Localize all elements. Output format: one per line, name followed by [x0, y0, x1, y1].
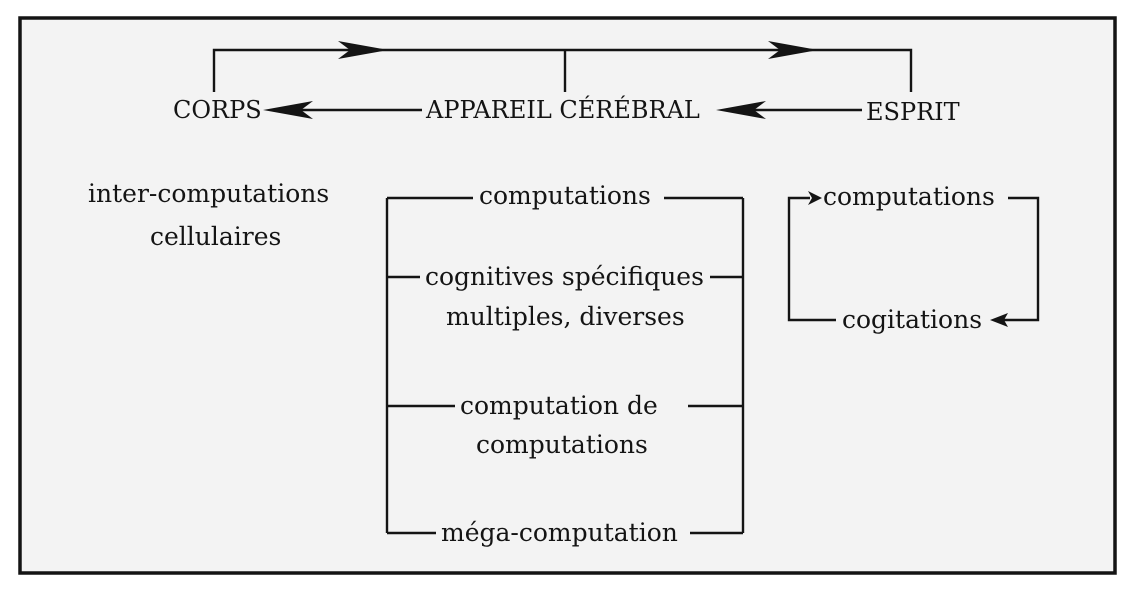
label-appareil-cerebral: APPAREIL CÉRÉBRAL [425, 95, 700, 124]
label-multiples-diverses: multiples, diverses [446, 302, 685, 331]
bottom-leftward-arrows [263, 101, 862, 119]
arrow-right-corps-to-appareil [338, 41, 388, 59]
arrow-right-appareil-to-esprit [768, 41, 818, 59]
label-mega-computation: méga-computation [441, 518, 678, 547]
label-computations-right: computations [823, 182, 995, 211]
label-corps: CORPS [173, 96, 262, 124]
label-cogitations: cogitations [842, 305, 982, 334]
label-computations-meta: computations [476, 430, 648, 459]
right-loop [787, 191, 1040, 327]
arrow-left-to-appareil [716, 101, 766, 119]
arrow-right-to-computations [808, 191, 822, 205]
top-feedback-loop [212, 41, 913, 92]
label-cellulaires: cellulaires [150, 222, 281, 251]
diagram-frame [18, 16, 1117, 575]
arrow-left-to-corps [263, 101, 313, 119]
label-inter-computations: inter-computations [88, 179, 329, 208]
arrow-left-to-cogitations [990, 313, 1008, 327]
right-loop-right-side [1002, 196, 1040, 322]
label-computation-de: computation de [460, 391, 658, 420]
right-loop-left-side [787, 196, 836, 322]
label-esprit: ESPRIT [866, 98, 960, 126]
label-computations-center: computations [479, 181, 651, 210]
center-bracket [385, 196, 745, 535]
label-cognitives-specifiques: cognitives spécifiques [425, 262, 704, 291]
top-bracket-line [212, 48, 913, 92]
